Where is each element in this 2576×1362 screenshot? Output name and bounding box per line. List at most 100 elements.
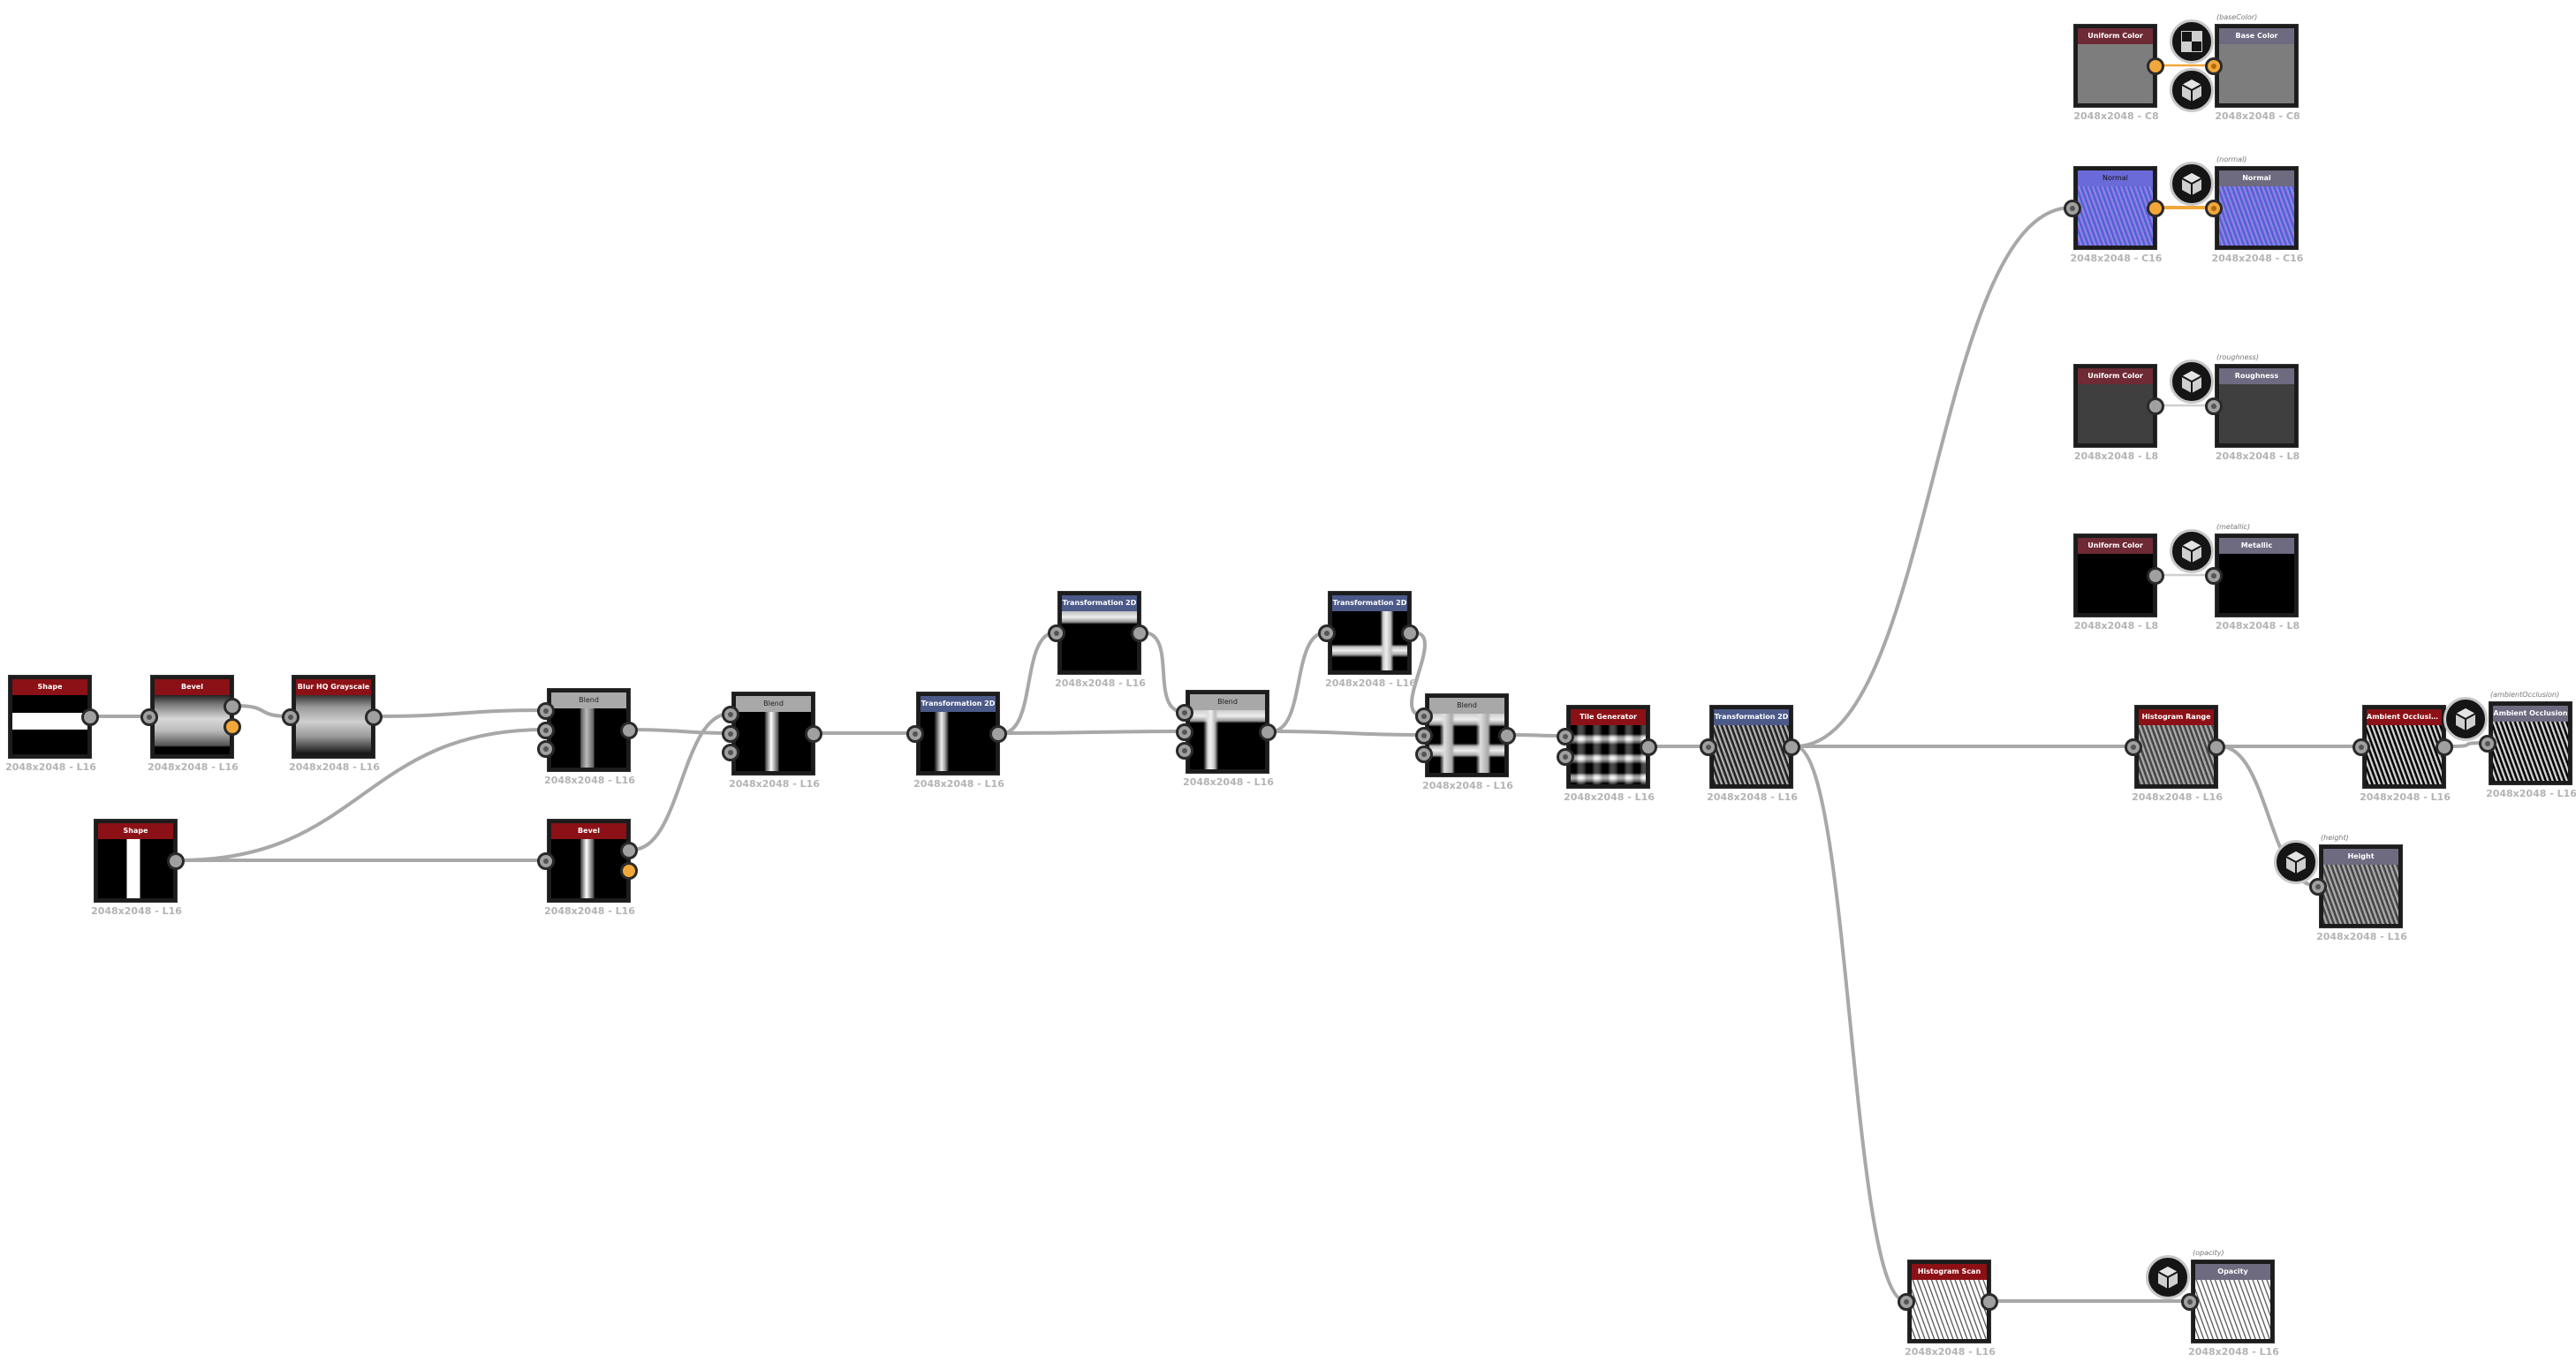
output-port[interactable]: [1401, 624, 1419, 642]
connection-bevel2-to-blend2[interactable]: [632, 712, 731, 851]
input-port[interactable]: [1557, 748, 1574, 766]
output-port[interactable]: [224, 718, 241, 736]
3d-view-cube-icon[interactable]: [2146, 1255, 2190, 1299]
input-port[interactable]: [722, 725, 739, 743]
output-port[interactable]: [2147, 57, 2164, 75]
connection-t2d2-to-blend3[interactable]: [1142, 631, 1185, 714]
input-port[interactable]: [1415, 727, 1433, 745]
output-port[interactable]: [2147, 397, 2164, 415]
connection-blend4-to-tile[interactable]: [1510, 733, 1565, 738]
connection-t2d4-to-normal[interactable]: [1794, 206, 2072, 748]
output-port[interactable]: [620, 722, 638, 739]
input-port[interactable]: [722, 706, 739, 723]
input-port[interactable]: [1176, 723, 1193, 741]
connection-blend3-to-t2d3[interactable]: [1270, 631, 1327, 733]
input-port[interactable]: [906, 725, 924, 743]
output-port[interactable]: [1259, 723, 1277, 741]
input-port[interactable]: [537, 740, 555, 758]
output-port[interactable]: [1640, 738, 1657, 756]
output-port[interactable]: [1981, 1293, 1998, 1311]
output-port[interactable]: [805, 725, 822, 743]
input-port[interactable]: [1176, 704, 1193, 722]
output-port[interactable]: [365, 708, 383, 726]
input-port[interactable]: [2205, 567, 2223, 585]
input-port[interactable]: [1557, 728, 1574, 745]
connection-ao-to-aoout[interactable]: [2447, 741, 2488, 748]
output-port[interactable]: [81, 708, 99, 726]
input-port[interactable]: [1415, 745, 1433, 763]
input-port[interactable]: [2181, 1293, 2199, 1311]
3d-view-cube-icon[interactable]: [2170, 162, 2214, 206]
input-port[interactable]: [2205, 397, 2223, 415]
input-port[interactable]: [537, 722, 555, 739]
output-port[interactable]: [1498, 727, 1516, 745]
output-port[interactable]: [224, 698, 241, 715]
input-port[interactable]: [140, 708, 158, 726]
input-port[interactable]: [2309, 878, 2327, 896]
connection-bevel1-to-blur1[interactable]: [235, 704, 291, 718]
node-ao[interactable]: Ambient Occlusion (HB...2048x2048 - L16: [2352, 705, 2453, 803]
connection-shape2-to-blend1[interactable]: [178, 728, 546, 862]
connection-blur1-to-blend1[interactable]: [376, 708, 546, 718]
input-port[interactable]: [2479, 735, 2496, 753]
3d-view-cube-icon[interactable]: [2274, 840, 2318, 884]
connection-t2d4-to-hscan[interactable]: [1794, 745, 1906, 1303]
input-port[interactable]: [1176, 742, 1193, 760]
input-port[interactable]: [1898, 1293, 1915, 1311]
output-port[interactable]: [2208, 738, 2225, 756]
input-port[interactable]: [1700, 738, 1717, 756]
input-port[interactable]: [2205, 200, 2223, 217]
connection-t2d1-to-blend3[interactable]: [1001, 730, 1185, 735]
input-port[interactable]: [2064, 200, 2081, 217]
output-port[interactable]: [620, 842, 638, 859]
connection-t2d3-to-blend4[interactable]: [1410, 631, 1427, 717]
output-port[interactable]: [989, 725, 1007, 743]
input-port[interactable]: [722, 744, 739, 761]
input-port[interactable]: [2125, 738, 2142, 756]
input-port[interactable]: [1048, 624, 1065, 642]
output-port[interactable]: [167, 852, 185, 870]
3d-view-cube-icon[interactable]: [2170, 359, 2214, 404]
input-port[interactable]: [282, 708, 299, 726]
output-port[interactable]: [620, 862, 638, 880]
output-port[interactable]: [2147, 200, 2164, 217]
input-port[interactable]: [2205, 57, 2223, 75]
input-port[interactable]: [1318, 624, 1336, 642]
connection-blend1-to-blend2[interactable]: [632, 728, 731, 735]
input-port[interactable]: [1415, 707, 1433, 725]
input-port[interactable]: [537, 702, 555, 720]
3d-view-cube-icon[interactable]: [2170, 529, 2214, 573]
connection-t2d1-to-t2d2[interactable]: [1001, 631, 1057, 735]
3d-view-cube-icon[interactable]: [2170, 68, 2214, 112]
output-port[interactable]: [2147, 567, 2164, 585]
output-port[interactable]: [2436, 738, 2453, 756]
2d-view-checker-icon[interactable]: [2170, 19, 2214, 64]
input-port[interactable]: [2352, 738, 2370, 756]
output-port[interactable]: [1131, 624, 1148, 642]
connection-blend3-to-blend4[interactable]: [1270, 730, 1424, 737]
input-port[interactable]: [537, 852, 555, 870]
